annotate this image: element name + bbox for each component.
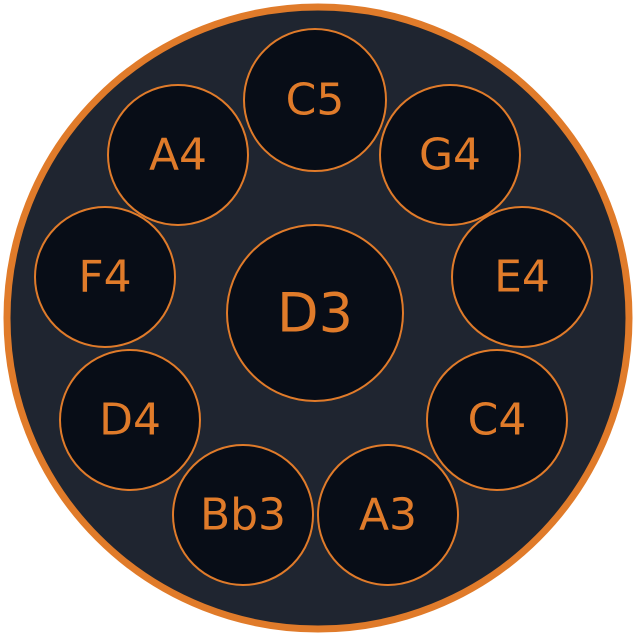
note-pad-g4[interactable]: G4	[379, 84, 521, 226]
note-pad-bb3[interactable]: Bb3	[172, 444, 314, 586]
note-pad-a4[interactable]: A4	[107, 84, 249, 226]
note-pad-d4[interactable]: D4	[59, 349, 201, 491]
note-pad-circle[interactable]	[379, 84, 521, 226]
note-pad-circle[interactable]	[317, 444, 459, 586]
note-pad-circle[interactable]	[243, 28, 387, 172]
note-pad-f4[interactable]: F4	[34, 206, 176, 348]
note-pad-e4[interactable]: E4	[451, 206, 593, 348]
note-pad-circle[interactable]	[107, 84, 249, 226]
note-pad-circle[interactable]	[34, 206, 176, 348]
note-pad-c5[interactable]: C5	[243, 28, 387, 172]
note-pad-circle[interactable]	[226, 224, 404, 402]
note-pad-d3[interactable]: D3	[226, 224, 404, 402]
note-pad-circle[interactable]	[451, 206, 593, 348]
note-pad-c4[interactable]: C4	[426, 349, 568, 491]
note-pad-circle[interactable]	[59, 349, 201, 491]
note-pad-circle[interactable]	[172, 444, 314, 586]
note-pad-a3[interactable]: A3	[317, 444, 459, 586]
note-pad-circle[interactable]	[426, 349, 568, 491]
